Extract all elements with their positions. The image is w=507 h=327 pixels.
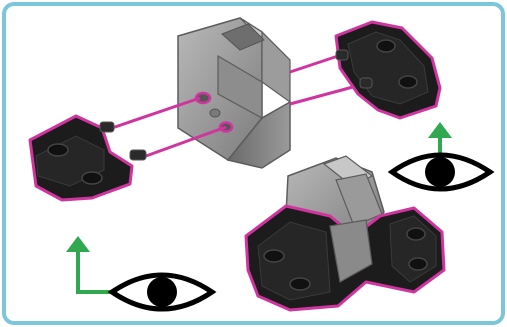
instruction-figure — [0, 0, 507, 327]
assembly-diagram — [0, 0, 507, 327]
